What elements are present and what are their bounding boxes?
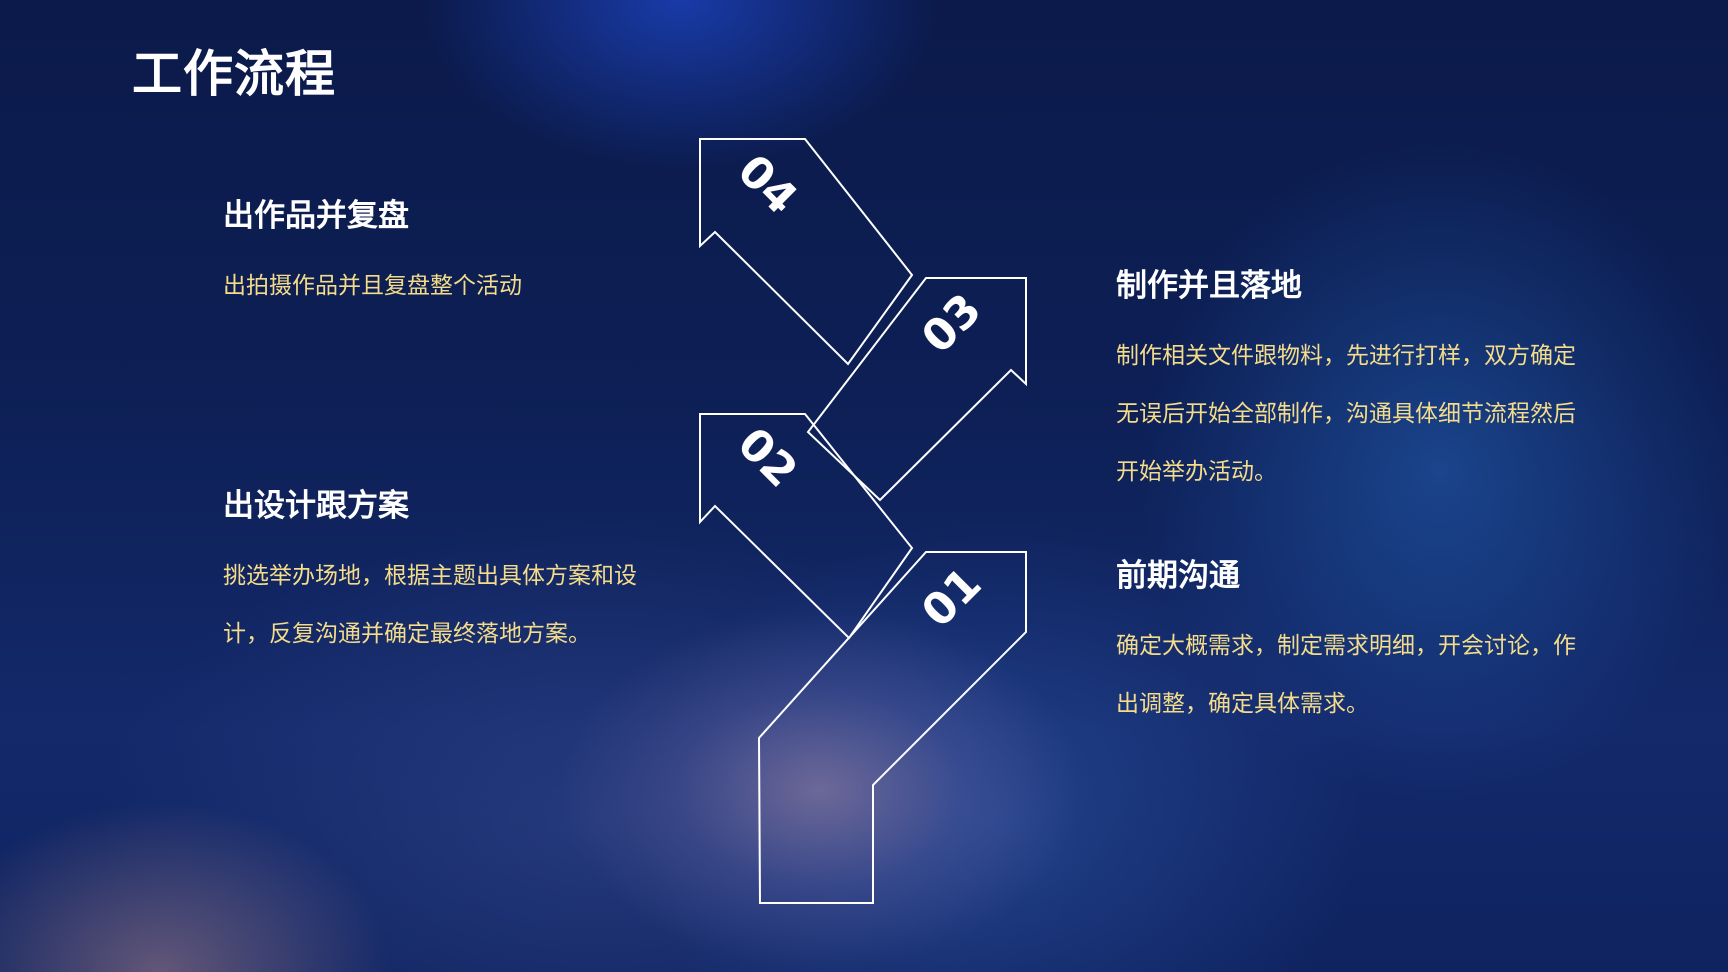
- arrow-04-number: 04: [728, 145, 807, 224]
- step-01-block: 前期沟通 确定大概需求，制定需求明细，开会讨论，作出调整，确定具体需求。: [1116, 550, 1586, 733]
- step-03-block: 制作并且落地 制作相关文件跟物料，先进行打样，双方确定无误后开始全部制作，沟通具…: [1116, 260, 1586, 501]
- step-02-block: 出设计跟方案 挑选举办场地，根据主题出具体方案和设计，反复沟通并确定最终落地方案…: [223, 480, 673, 663]
- step-04-heading: 出作品并复盘: [223, 198, 409, 234]
- step-03-description: 制作相关文件跟物料，先进行打样，双方确定无误后开始全部制作，沟通具体细节流程然后…: [1116, 343, 1576, 485]
- arrow-04-shape: [699, 138, 914, 366]
- step-01-heading: 前期沟通: [1116, 558, 1240, 594]
- step-03-heading: 制作并且落地: [1116, 268, 1302, 304]
- arrow-02-number: 02: [728, 418, 807, 497]
- arrow-01-number: 01: [912, 558, 991, 637]
- page-title: 工作流程: [132, 45, 336, 103]
- step-04-description: 出拍摄作品并且复盘整个活动: [223, 273, 522, 299]
- arrow-01-shape: [757, 551, 1027, 904]
- step-04-block: 出作品并复盘 出拍摄作品并且复盘整个活动: [223, 190, 522, 315]
- arrow-03-number: 03: [912, 284, 991, 363]
- step-02-description: 挑选举办场地，根据主题出具体方案和设计，反复沟通并确定最终落地方案。: [223, 563, 637, 647]
- step-02-heading: 出设计跟方案: [223, 488, 409, 524]
- arrow-02-shape: [699, 413, 914, 640]
- step-01-description: 确定大概需求，制定需求明细，开会讨论，作出调整，确定具体需求。: [1116, 633, 1576, 717]
- arrow-03-shape: [806, 277, 1027, 502]
